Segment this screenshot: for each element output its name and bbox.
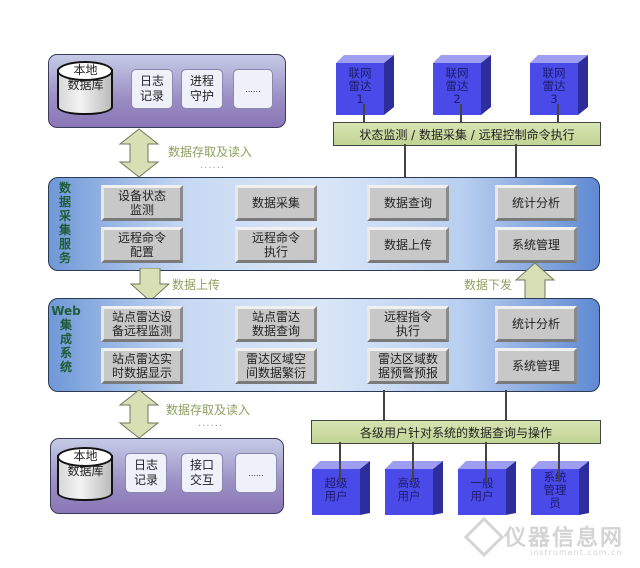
web-integrated-system-panel: Web 集 成 系 统 站点雷达设 备远程监测 站点雷达 数据查询 远程指令 执… <box>48 298 600 392</box>
more-box: ...... <box>235 453 277 493</box>
connector-line <box>515 144 517 178</box>
connector-line <box>485 442 487 482</box>
user-cube-sysadmin: 系统 管理 员 <box>531 461 589 515</box>
connector-line <box>558 442 560 482</box>
button-data-upload[interactable]: 数据上传 <box>367 227 449 263</box>
database-icon: 本地 数据库 <box>57 61 113 119</box>
more-box: ...... <box>233 69 273 109</box>
ellipsis-text: ...... <box>200 160 226 171</box>
interface-interaction-box: 接口 交互 <box>181 453 223 493</box>
watermark-text: 仪器信息网 <box>504 526 625 551</box>
connector-line <box>339 442 341 482</box>
connector-line <box>460 104 462 123</box>
button-station-radar-realtime-display[interactable]: 站点雷达实 时数据显示 <box>101 348 183 384</box>
connector-line <box>557 104 559 123</box>
radar-label: 联网 雷达 1 <box>348 66 372 106</box>
database-label: 本地 数据库 <box>67 63 104 92</box>
button-station-radar-data-query[interactable]: 站点雷达 数据查询 <box>235 306 317 342</box>
process-guard-box: 进程 守护 <box>181 69 223 109</box>
radar-cube-2: 联网 雷达 2 <box>433 55 491 115</box>
arrow-label-data-access: 数据存取及读入 <box>166 403 251 417</box>
user-label: 系统 管理 员 <box>543 470 567 510</box>
button-remote-command-exec[interactable]: 远程命令 执行 <box>235 227 317 263</box>
ellipsis-text: ...... <box>198 418 224 429</box>
button-statistics[interactable]: 统计分析 <box>495 306 577 342</box>
button-system-management[interactable]: 系统管理 <box>495 227 577 263</box>
user-label: 高级 用户 <box>397 476 421 503</box>
arrow-label-data-download: 数据下发 <box>464 278 513 292</box>
button-radar-area-spatial-data[interactable]: 雷达区域空 间数据繁衍 <box>235 348 317 384</box>
radar-label: 联网 雷达 2 <box>445 66 469 106</box>
down-arrow-icon <box>130 268 170 302</box>
user-cube-advanced: 高级 用户 <box>385 461 443 515</box>
button-remote-instruction-exec[interactable]: 远程指令 执行 <box>367 306 449 342</box>
radar-bus-label: 状态监测 / 数据采集 / 远程控制命令执行 <box>359 127 575 142</box>
connector-line <box>505 390 507 420</box>
bottom-local-storage-panel: 本地 数据库 日志 记录 接口 交互 ...... <box>50 438 284 514</box>
radar-cube-3: 联网 雷达 3 <box>530 55 588 115</box>
log-record-box: 日志 记录 <box>131 69 173 109</box>
user-label: 一般 用户 <box>470 476 494 503</box>
user-cube-general: 一般 用户 <box>458 461 516 515</box>
bidirectional-arrow-icon <box>118 128 160 178</box>
data-collection-service-panel: 数 据 采 集 服 务 设备状态 监测 数据采集 数据查询 统计分析 远程命令 … <box>48 177 600 271</box>
connector-line <box>363 104 365 123</box>
arrow-label-data-upload: 数据上传 <box>172 278 221 292</box>
user-cube-super: 超级 用户 <box>312 461 370 515</box>
database-icon: 本地 数据库 <box>57 447 113 505</box>
button-device-status-monitor[interactable]: 设备状态 监测 <box>101 185 183 221</box>
button-statistics[interactable]: 统计分析 <box>495 185 577 221</box>
up-arrow-icon <box>514 262 556 302</box>
button-station-radar-remote-monitor[interactable]: 站点雷达设 备远程监测 <box>101 306 183 342</box>
user-bus-label: 各级用户针对系统的数据查询与操作 <box>359 425 552 440</box>
bidirectional-arrow-icon <box>118 389 160 439</box>
watermark-subtext: instrument.com.cn <box>530 548 623 557</box>
watermark-logo-icon <box>464 517 504 557</box>
button-system-management[interactable]: 系统管理 <box>495 348 577 384</box>
connector-line <box>383 390 385 420</box>
radar-cube-1: 联网 雷达 1 <box>336 55 394 115</box>
button-data-query[interactable]: 数据查询 <box>367 185 449 221</box>
log-record-box: 日志 记录 <box>125 453 167 493</box>
button-radar-area-warning-forecast[interactable]: 雷达区域数 据预警预报 <box>367 348 449 384</box>
connector-line <box>404 144 406 178</box>
panel-side-label: Web 集 成 系 统 <box>51 304 81 374</box>
panel-side-label: 数 据 采 集 服 务 <box>58 181 71 265</box>
radar-bus-bar: 状态监测 / 数据采集 / 远程控制命令执行 <box>333 122 601 146</box>
radar-label: 联网 雷达 3 <box>542 66 566 106</box>
button-data-collection[interactable]: 数据采集 <box>235 185 317 221</box>
connector-line <box>412 442 414 482</box>
button-remote-command-config[interactable]: 远程命令 配置 <box>101 227 183 263</box>
top-local-storage-panel: 本地 数据库 日志 记录 进程 守护 ...... <box>48 54 286 128</box>
user-label: 超级 用户 <box>324 476 348 503</box>
user-bus-bar: 各级用户针对系统的数据查询与操作 <box>311 420 601 444</box>
arrow-label-data-access: 数据存取及读入 <box>168 145 253 159</box>
database-label: 本地 数据库 <box>67 449 104 478</box>
